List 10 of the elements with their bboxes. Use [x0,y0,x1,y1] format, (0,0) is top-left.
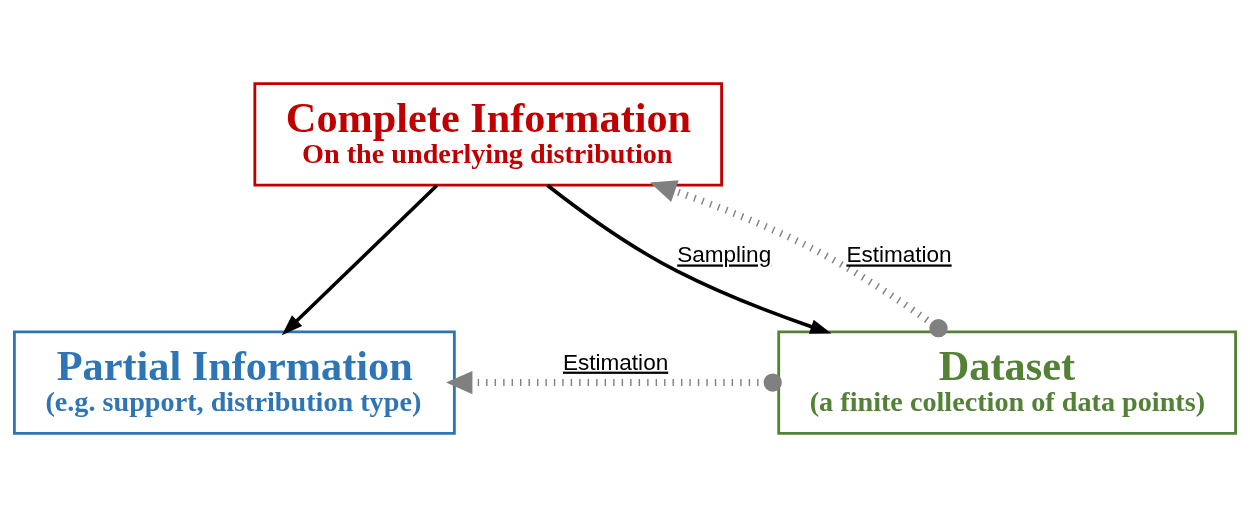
edge-label: Sampling [677,241,772,267]
arrow [546,183,832,334]
node-box: Partial Information (e.g. support, distribution type) [13,329,456,435]
arrow [446,370,782,394]
node-box: Dataset (a finite collection of data points) [777,329,1237,435]
arrow [281,183,439,335]
arrow [649,179,948,337]
node-box: Complete Information On the underlying distribution [253,81,723,187]
edge-label: Estimation [846,241,952,267]
edge-label: Estimation [562,349,669,375]
